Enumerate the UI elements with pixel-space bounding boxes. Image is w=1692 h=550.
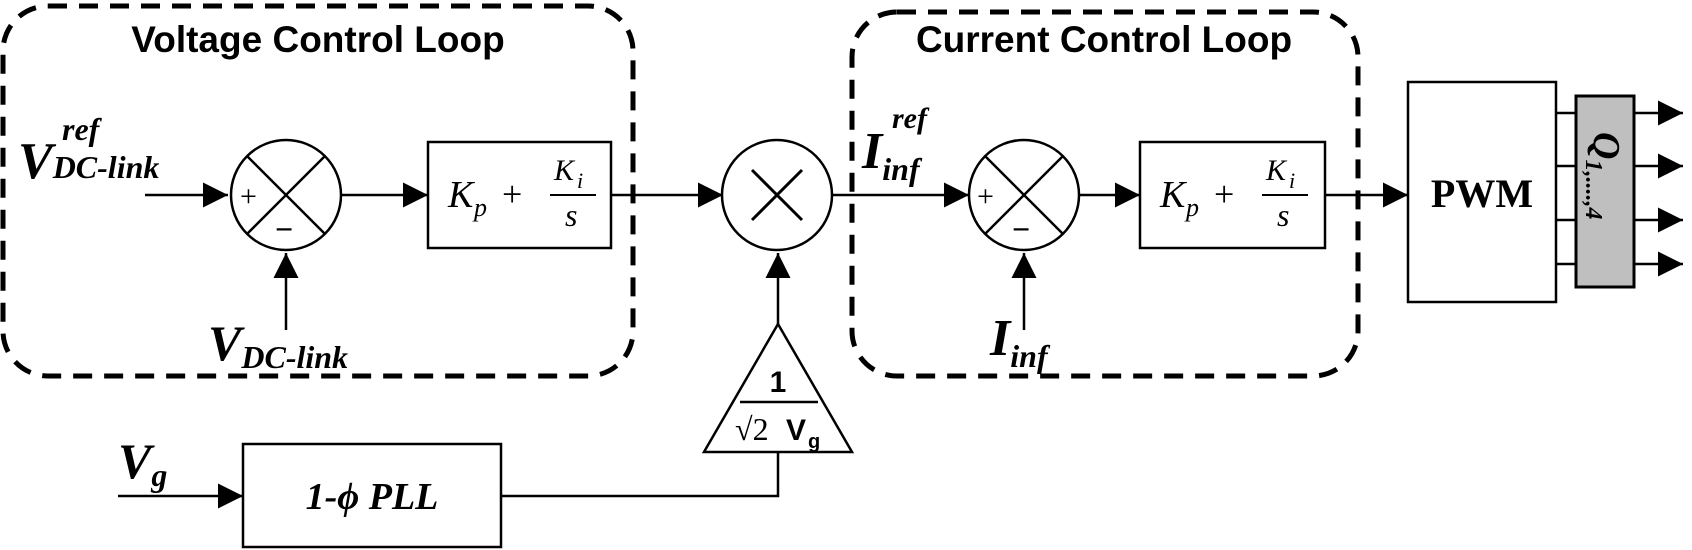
pll-block <box>241 442 503 549</box>
current-sum-minus: − <box>1012 211 1030 247</box>
voltage-summing-junction <box>229 138 343 252</box>
svg-text:i: i <box>577 168 583 193</box>
svg-text:s: s <box>1277 197 1289 233</box>
svg-text:K: K <box>447 174 475 216</box>
gain-denominator-sub: g <box>808 431 820 453</box>
vg-input-label: Vg <box>118 433 167 493</box>
gain-numerator: 1 <box>770 366 787 399</box>
svg-text:K: K <box>1265 154 1288 187</box>
svg-text:+: + <box>1214 174 1234 214</box>
svg-text:p: p <box>1184 193 1199 222</box>
gain-denominator-var: V <box>786 414 806 447</box>
voltage-sum-minus: − <box>275 211 293 247</box>
pll-label: 1-ϕ PLL <box>306 476 439 518</box>
current-loop-title: Current Control Loop <box>916 19 1292 60</box>
vdc-ref-label: VDC-link <box>18 133 159 190</box>
iinf-ref-superscript: ref <box>892 102 930 135</box>
svg-text:K: K <box>1159 174 1187 216</box>
voltage-loop-title: Voltage Control Loop <box>131 19 504 60</box>
current-pi-expression: K p + K i s <box>1159 154 1308 233</box>
svg-text:i: i <box>1289 168 1295 193</box>
current-sum-plus: + <box>977 180 994 213</box>
multiplier-junction <box>720 138 834 252</box>
voltage-pi-expression: K p + K i s <box>447 154 596 233</box>
svg-text:+: + <box>502 174 522 214</box>
pwm-label: PWM <box>1431 171 1533 216</box>
switches-label: Q1,....,4 <box>1580 132 1627 219</box>
svg-text:K: K <box>553 154 576 187</box>
vdc-ref-superscript: ref <box>62 111 103 147</box>
switches-block <box>1574 94 1636 289</box>
voltage-sum-plus: + <box>240 180 257 213</box>
gain-denominator-root: √2 <box>735 411 769 447</box>
svg-text:s: s <box>565 197 577 233</box>
vdc-feedback-label: VDC-link <box>208 315 348 375</box>
pll-to-gain-wire <box>501 452 780 498</box>
pwm-block <box>1406 80 1558 304</box>
iinf-feedback-label: Iinf <box>989 310 1051 374</box>
svg-text:p: p <box>472 193 487 222</box>
iinf-ref-label: Iinf <box>861 123 923 187</box>
voltage-loop-boundary <box>0 3 636 379</box>
